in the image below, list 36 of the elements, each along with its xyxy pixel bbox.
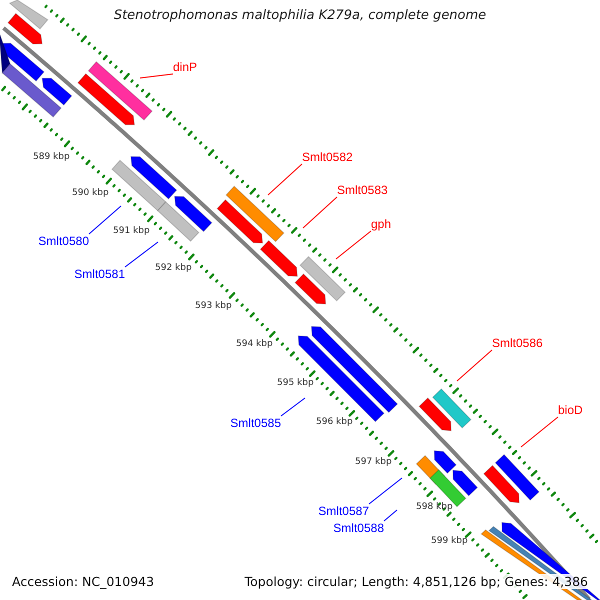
scale-label: 595 kbp	[277, 378, 314, 388]
gene-label: gph	[371, 217, 392, 231]
gene-label: Smlt0586	[492, 336, 543, 350]
diagram-title: Stenotrophomonas maltophilia K279a, complete genome	[112, 8, 488, 23]
leader-line	[280, 398, 306, 416]
gene-label: Smlt0582	[302, 150, 353, 164]
scale-label: 592 kbp	[155, 263, 192, 273]
footer-text: Accession: NC_010943	[10, 574, 156, 589]
leader-line	[336, 230, 372, 260]
leader-line	[520, 416, 558, 448]
gene-label: Smlt0581	[74, 267, 125, 281]
scale-label: 596 kbp	[316, 417, 353, 427]
leader-line	[456, 350, 492, 382]
scale-label: 594 kbp	[236, 339, 273, 349]
scale-label: 593 kbp	[195, 301, 232, 311]
leader-line	[302, 196, 338, 228]
footer-text: Topology: circular; Length: 4,851,126 bp; Genes: 4,386	[242, 574, 590, 589]
gene-label: Smlt0585	[230, 416, 281, 430]
scale-label: 591 kbp	[113, 226, 150, 236]
scale-label: 589 kbp	[33, 152, 70, 162]
gene-label: Smlt0588	[333, 521, 384, 535]
scale-label: 598 kbp	[416, 502, 453, 512]
gene-label: Smlt0587	[318, 504, 369, 518]
gene-label: Smlt0580	[38, 234, 89, 248]
scale-label: 590 kbp	[72, 188, 109, 198]
leader-line	[88, 206, 122, 234]
scale-label: 599 kbp	[431, 536, 468, 546]
leader-line	[140, 74, 174, 78]
leader-line	[124, 242, 158, 268]
leader-line	[368, 478, 402, 504]
gene-label: dinP	[173, 60, 198, 74]
leader-line	[384, 510, 398, 522]
leader-line	[268, 164, 302, 196]
scale-label: 597 kbp	[355, 457, 392, 467]
gene-label: Smlt0583	[337, 183, 388, 197]
gene-label: bioD	[558, 403, 583, 417]
